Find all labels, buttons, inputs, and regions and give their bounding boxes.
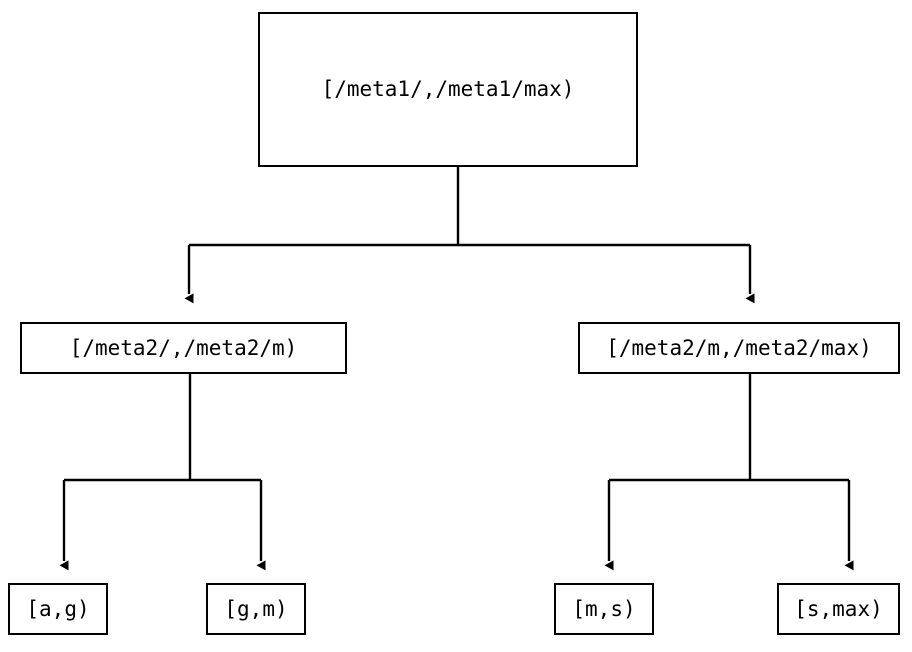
node-mid-left-label: [/meta2/,/meta2/m) [69, 335, 298, 360]
node-leaf-a-g[interactable]: [a,g) [8, 583, 108, 635]
node-leaf-s-max[interactable]: [s,max) [777, 583, 900, 635]
node-leaf-g-m-label: [g,m) [224, 596, 288, 621]
node-leaf-m-s-label: [m,s) [572, 596, 636, 621]
node-leaf-a-g-label: [a,g) [26, 596, 90, 621]
node-leaf-g-m[interactable]: [g,m) [206, 583, 306, 635]
node-root-label: [/meta1/,/meta1/max) [321, 77, 575, 101]
node-leaf-s-max-label: [s,max) [794, 596, 883, 621]
node-mid-right-label: [/meta2/m,/meta2/max) [606, 335, 872, 360]
node-root[interactable]: [/meta1/,/meta1/max) [258, 12, 638, 167]
node-leaf-m-s[interactable]: [m,s) [554, 583, 654, 635]
node-mid-right[interactable]: [/meta2/m,/meta2/max) [578, 322, 900, 374]
node-mid-left[interactable]: [/meta2/,/meta2/m) [20, 322, 347, 374]
